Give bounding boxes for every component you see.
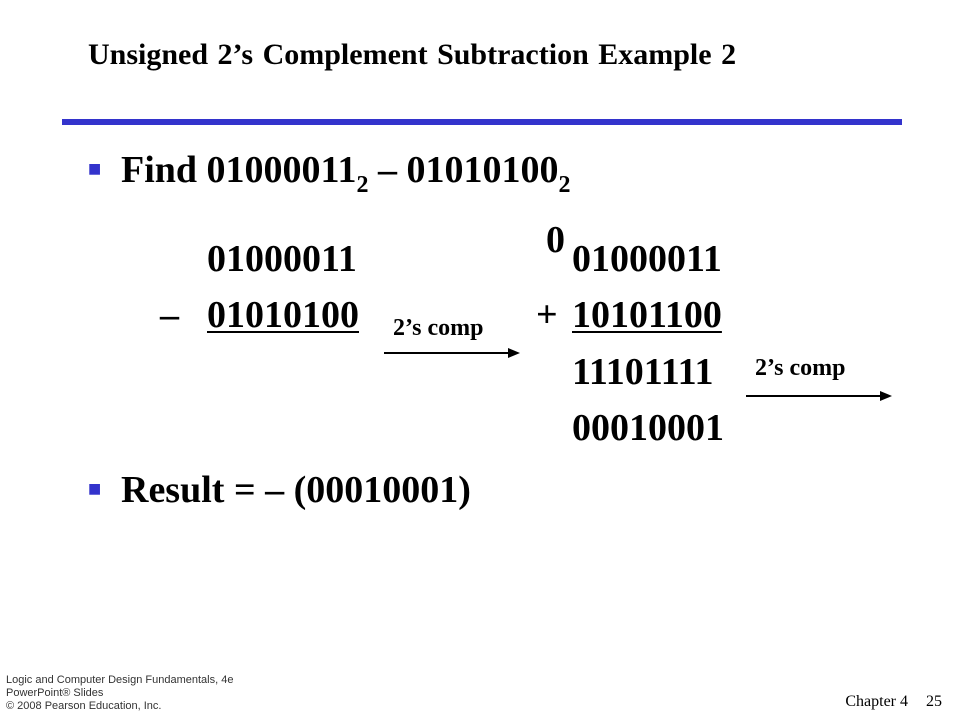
- right-addend: 10101100: [572, 294, 722, 336]
- right-final: 00010001: [572, 407, 724, 449]
- bullet-square-icon: ■: [88, 161, 102, 177]
- footer-line-1: Logic and Computer Design Fundamentals, …: [6, 674, 234, 686]
- find-dash: – 01010100: [368, 149, 559, 191]
- footer-page-info: Chapter 4 25: [845, 693, 942, 711]
- footer-credits: Logic and Computer Design Fundamentals, …: [6, 674, 233, 713]
- bullet-result: Result = – (00010001): [121, 469, 471, 511]
- arrow-2-label: 2’s comp: [755, 355, 846, 381]
- footer-page-number: 25: [926, 693, 942, 710]
- right-plus-sign: +: [536, 294, 558, 336]
- footer-line-2: PowerPoint® Slides: [6, 687, 104, 699]
- bullet-square-icon: ■: [88, 481, 102, 497]
- arrow-1-label: 2’s comp: [393, 315, 484, 341]
- find-subscript-2: 2: [558, 172, 571, 198]
- find-subscript-1: 2: [356, 172, 369, 198]
- slide-title: Unsigned 2’s Complement Subtraction Exam…: [88, 38, 737, 71]
- footer-line-3: © 2008 Pearson Education, Inc.: [6, 700, 162, 712]
- title-divider: [62, 119, 902, 125]
- left-minuend: 01000011: [207, 238, 357, 280]
- left-subtrahend: 01010100: [207, 294, 359, 336]
- footer-chapter: Chapter 4: [845, 693, 908, 710]
- left-minus-sign: –: [160, 294, 179, 336]
- right-augend: 01000011: [572, 238, 722, 280]
- right-sum: 11101111: [572, 351, 714, 393]
- arrow-2-icon: [746, 391, 892, 401]
- carry-in: 0: [546, 219, 565, 261]
- bullet-find: Find 010000112 – 010101002: [121, 148, 570, 198]
- find-label: Find 01000011: [121, 149, 357, 191]
- arrow-1-icon: [384, 348, 520, 358]
